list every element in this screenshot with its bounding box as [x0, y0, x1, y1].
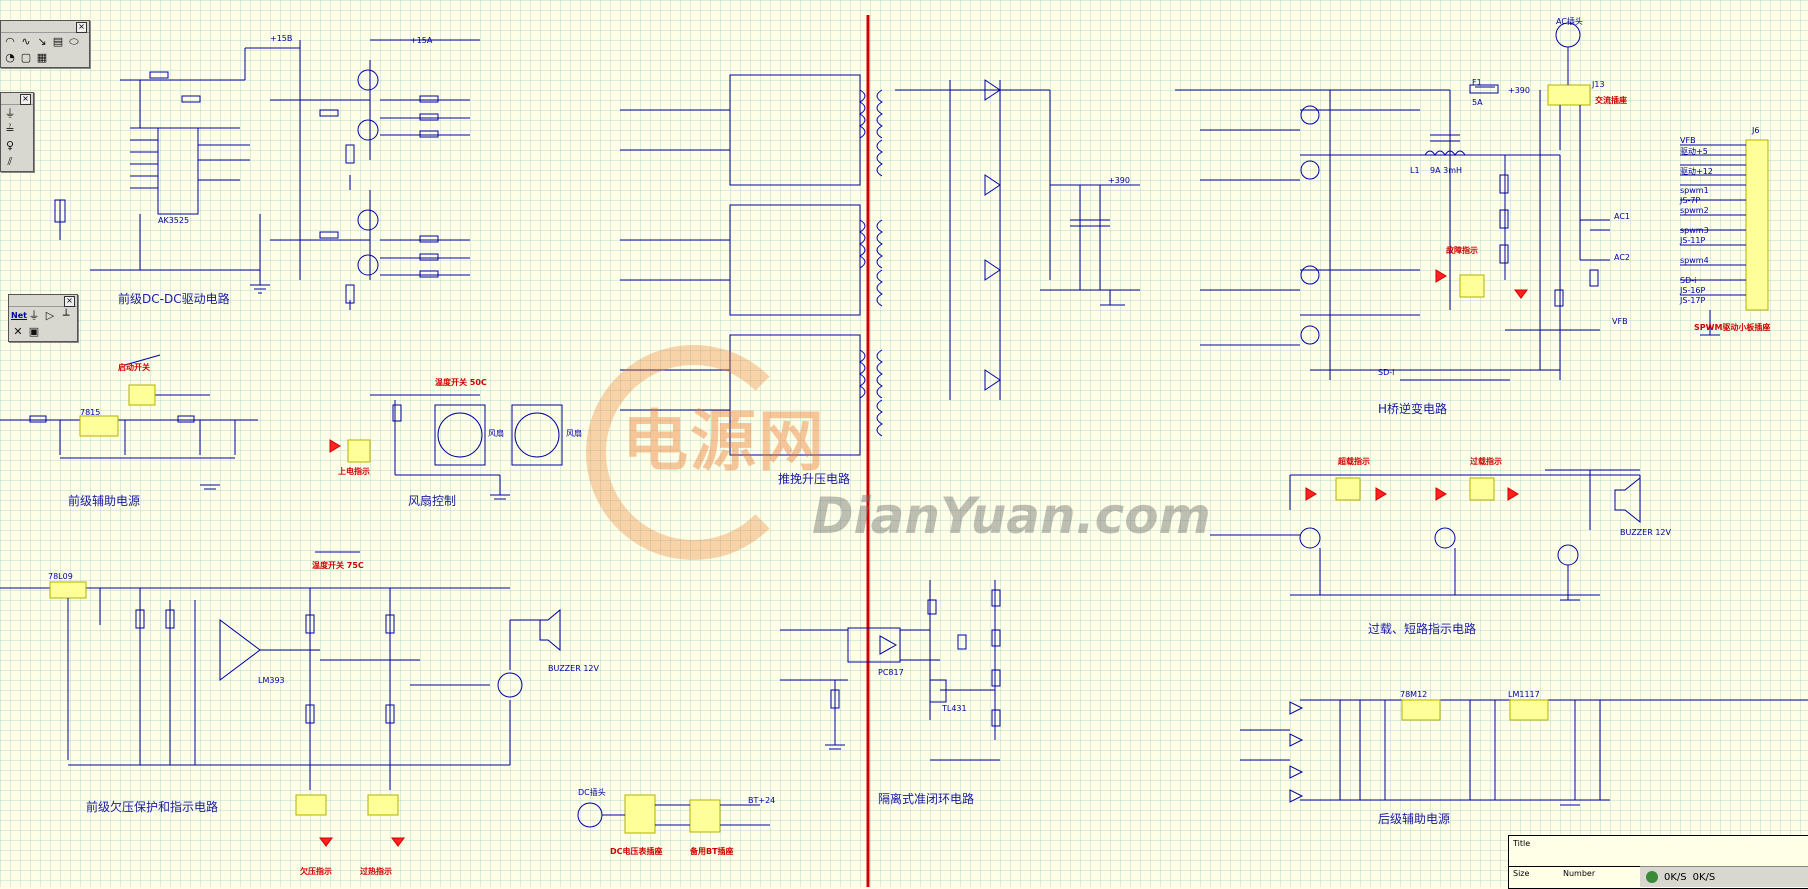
label-tl431: TL431 — [942, 704, 967, 713]
label-fuse: F1 — [1472, 78, 1482, 87]
ground-tool-icon[interactable]: ≟ — [5, 123, 15, 136]
title-undervolt: 前级欠压保护和指示电路 — [86, 800, 219, 814]
close-icon[interactable]: × — [76, 22, 87, 33]
close-icon[interactable]: × — [20, 94, 31, 105]
label-overtemp-ind: 过热指示 — [360, 867, 392, 876]
label-vfb: VFB — [1612, 317, 1628, 326]
title-isolated: 隔离式准闭环电路 — [878, 792, 975, 806]
label-ic-7812: 78M12 — [1400, 690, 1428, 699]
j6-pin-12: JS-17P — [1680, 296, 1706, 305]
watermark-cn: 电源网 — [622, 403, 826, 480]
network-icon — [1646, 871, 1658, 883]
label-l1: L1 — [1410, 166, 1420, 175]
buffer-icon[interactable]: ▷ — [45, 309, 55, 322]
j6-pin-8: JS-11P — [1680, 236, 1706, 245]
gnd-icon[interactable]: ⏚ — [28, 309, 40, 322]
draw-wave-icon[interactable]: ∿ — [21, 35, 31, 48]
pin-icon[interactable]: ┴ — [62, 309, 70, 322]
label-dc-in: DC插头 — [578, 788, 606, 797]
label-ac-out: AC插头 — [1556, 17, 1583, 26]
j6-pin-7: spwm3 — [1680, 226, 1709, 235]
probe-tool-icon[interactable]: ♀ — [5, 139, 15, 152]
title-block-size: Size — [1513, 869, 1530, 878]
label-ac2: AC2 — [1614, 253, 1631, 262]
j6-pin-10: SD-i — [1680, 276, 1697, 285]
label-temp75: 温度开关 75C — [312, 561, 364, 570]
label-temp50: 温度开关 50C — [435, 378, 487, 387]
j6-pin-9: spwm4 — [1680, 256, 1709, 265]
title-block-title: Title — [1513, 839, 1531, 848]
label-undervolt-ind: 欠压指示 — [300, 867, 332, 876]
label-plus390: +390 — [1108, 176, 1130, 185]
j6-pin-2: 驱动+5 — [1680, 147, 1708, 156]
label-j13: J13 — [1592, 80, 1605, 89]
table-icon[interactable]: ▤ — [52, 35, 64, 48]
close-icon[interactable]: × — [64, 296, 75, 307]
title-dcdc-driver: 前级DC-DC驱动电路 — [118, 292, 230, 306]
label-sd: SD-i — [1378, 368, 1395, 377]
label-fault-ind: 故障指示 — [1446, 246, 1478, 255]
label-j6: J6 — [1752, 126, 1760, 135]
j6-pin-5: JS-7P — [1680, 196, 1701, 205]
label-bt-socket: 备用BT插座 — [690, 847, 734, 856]
port-icon[interactable]: ▣ — [28, 325, 40, 338]
label-start-switch: 启动开关 — [118, 363, 150, 372]
j6-pin-1: VFB — [1680, 136, 1696, 145]
label-l1-val: 9A 3mH — [1430, 166, 1463, 175]
label-short-ind: 过载指示 — [1470, 457, 1502, 466]
label-buzzer-2: BUZZER 12V — [1620, 528, 1671, 537]
draw-arc-icon[interactable]: ◠ — [5, 35, 15, 48]
label-pc817: PC817 — [878, 668, 904, 677]
rect-icon[interactable]: ▢ — [20, 51, 32, 64]
no-erc-icon[interactable]: ✕ — [13, 325, 23, 338]
draw-wire-icon[interactable]: ↘ — [37, 35, 47, 48]
label-ac1: AC1 — [1614, 212, 1631, 221]
download-rate: 0K/S — [1692, 871, 1716, 883]
j6-pin-3: 驱动+12 — [1680, 167, 1713, 176]
label-power-ind: 上电指示 — [338, 467, 370, 476]
title-block-number: Number — [1563, 869, 1596, 878]
label-ic-78l09: 78L09 — [48, 572, 73, 581]
resistor-tool-icon[interactable]: ⏚ — [4, 107, 16, 120]
label-sine-board: SPWM驱动小板插座 — [1694, 323, 1771, 332]
j6-pin-4: spwm1 — [1680, 186, 1709, 195]
drawing-tools-palette[interactable]: × ◠ ∿ ↘ ▤ ⬭ ◔ ▢ ▦ — [0, 20, 90, 68]
upload-rate: 0K/S — [1664, 871, 1687, 883]
label-fan-1: 风扇 — [488, 429, 504, 438]
label-ic-lm393: LM393 — [258, 676, 285, 685]
label-ic-7815: 7815 — [80, 408, 101, 417]
grid-icon[interactable]: ▦ — [36, 51, 48, 64]
label-buzzer-1: BUZZER 12V — [548, 664, 599, 673]
title-aux-rear: 后级辅助电源 — [1378, 812, 1451, 826]
component-palette[interactable]: × ⏚ ≟ ♀ ⫽ — [0, 92, 34, 172]
label-bt24: BT+24 — [748, 796, 776, 805]
label-dc-socket: DC电压表插座 — [610, 847, 663, 856]
label-plus390-b: +390 — [1508, 86, 1530, 95]
j6-pin-11: JS-16P — [1680, 286, 1706, 295]
wiring-palette[interactable]: × Net ⏚ ▷ ┴ ✕ ▣ — [8, 294, 78, 342]
title-hbridge: H桥逆变电路 — [1378, 402, 1448, 416]
network-status-bar: 0K/S 0K/S — [1640, 866, 1808, 887]
j6-pin-6: spwm2 — [1680, 206, 1709, 215]
label-fan-2: 风扇 — [566, 429, 582, 438]
label-fuse-val: 5A — [1472, 98, 1483, 107]
label-plus15b: +15B — [270, 34, 293, 43]
title-aux-front: 前级辅助电源 — [68, 494, 141, 508]
pacman-icon[interactable]: ◔ — [5, 51, 15, 64]
label-ic-ak: AK3525 — [158, 216, 190, 225]
label-plus15a: +15A — [410, 36, 433, 45]
label-ac-socket: 交流插座 — [1595, 96, 1627, 105]
hatch-tool-icon[interactable]: ⫽ — [7, 155, 13, 168]
label-overload-ind: 超载指示 — [1338, 457, 1370, 466]
title-overload: 过载、短路指示电路 — [1368, 622, 1477, 636]
label-ic-lm1117: LM1117 — [1508, 690, 1540, 699]
title-pushpull: 推挽升压电路 — [778, 472, 851, 486]
net-label-tool[interactable]: Net — [11, 311, 27, 320]
watermark-en: DianYuan.com — [812, 487, 1211, 545]
title-fan: 风扇控制 — [408, 494, 457, 508]
ellipse-icon[interactable]: ⬭ — [69, 35, 79, 48]
